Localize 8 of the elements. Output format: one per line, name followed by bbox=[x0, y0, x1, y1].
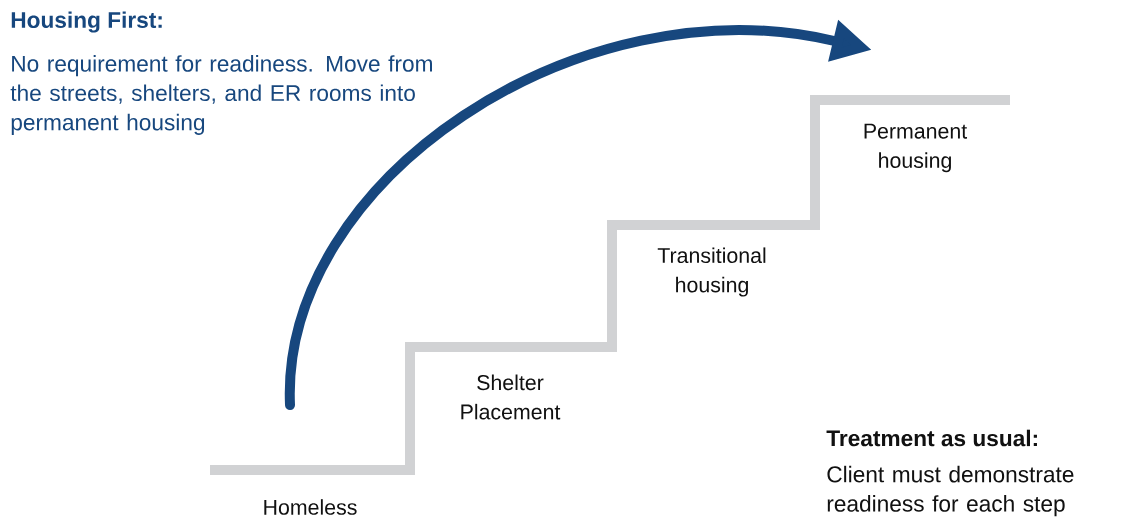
step-label: Homeless bbox=[264, 499, 357, 515]
heading: Housing First: bbox=[11, 11, 162, 33]
heading: Treatment as usual: bbox=[826, 429, 1037, 447]
step-label: Permanent housing bbox=[864, 123, 967, 173]
description-text: Client must demonstrate readiness for each step bbox=[827, 465, 1074, 517]
step-label: Transitional housing bbox=[657, 247, 766, 297]
step-label: Shelter Placement bbox=[461, 374, 561, 420]
description-text: No requirement for readiness. Move from the streets, shelters, and ER rooms into permanent housing bbox=[10, 55, 432, 135]
